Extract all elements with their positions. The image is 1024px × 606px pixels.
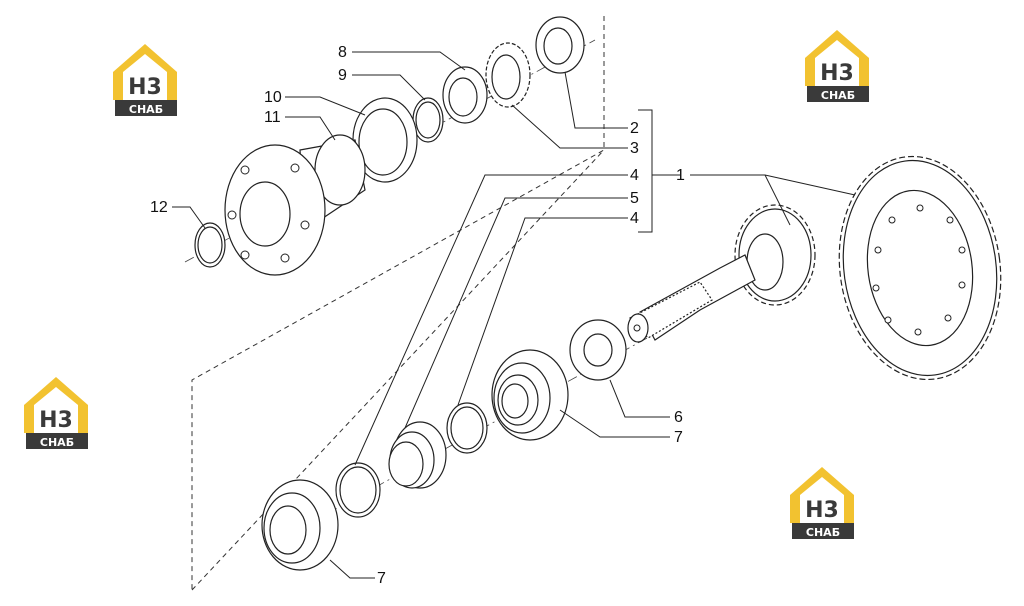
watermark-logo-4: H3 СНАБ [790,467,854,539]
bearing-7-right [491,349,569,441]
callout-4-bottom: 4 [630,210,639,227]
watermark-text-bottom: СНАБ [806,526,840,539]
seal-10 [352,97,418,183]
callout-5: 5 [630,190,639,207]
shim-4-right [446,402,488,454]
callout-8: 8 [338,44,347,61]
ring-gear [838,155,1002,381]
flange-11 [224,134,366,276]
watermark-text-bottom: СНАБ [821,89,855,102]
watermark-text-bottom: СНАБ [40,436,74,449]
callout-4-top: 4 [630,167,639,184]
callout-12: 12 [150,199,168,216]
callout-1: 1 [676,167,685,184]
pinion-shaft [627,204,816,343]
callout-6: 6 [674,409,683,426]
washer-6 [569,319,627,381]
watermark-text-top: H3 [128,75,162,100]
callout-7-left: 7 [377,570,386,587]
leader-lines [172,51,856,579]
watermark-logo-3: H3 СНАБ [24,377,88,449]
watermark-logo-2: H3 СНАБ [805,30,869,102]
callout-2: 2 [630,120,639,137]
watermark-text-top: H3 [805,498,839,523]
watermark-text-bottom: СНАБ [129,103,163,116]
callout-3: 3 [630,140,639,157]
watermark-text-top: H3 [820,61,854,86]
callout-9: 9 [338,67,347,84]
ring-9 [412,97,444,143]
shim-2 [535,16,585,74]
shim-4-left [335,462,381,518]
spacer-5 [388,421,447,489]
bearing-7-left [261,479,339,571]
watermark-logo-1: H3 СНАБ [113,44,177,116]
callout-10: 10 [264,89,282,106]
callout-7-right: 7 [674,429,683,446]
watermark-text-top: H3 [39,408,73,433]
washer-8 [442,66,488,124]
nut-3 [485,42,531,108]
circlip-12 [194,222,226,268]
callout-11: 11 [264,109,281,126]
callouts: 8 9 10 11 12 2 3 4 5 4 1 6 7 7 [150,44,685,587]
